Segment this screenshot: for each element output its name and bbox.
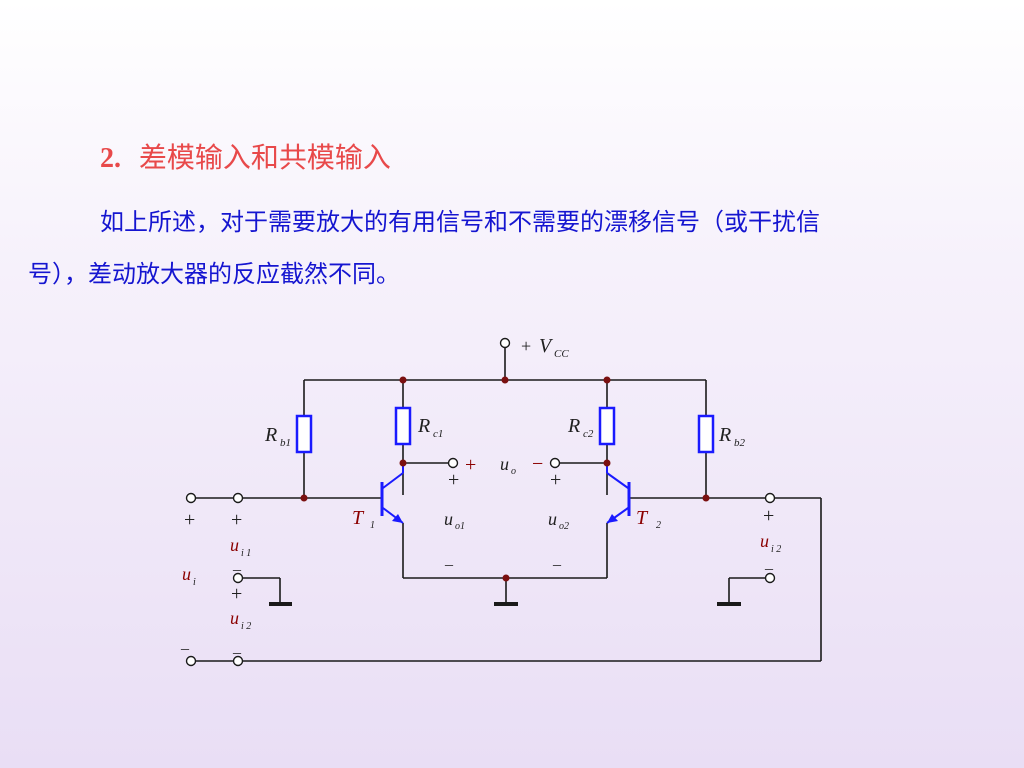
svg-text:_: _ [444,551,454,568]
svg-text:u: u [548,509,557,529]
svg-text:1: 1 [370,520,375,531]
svg-text:+: + [184,509,195,531]
svg-text:−: − [532,453,543,475]
transistor-t1 [380,465,404,524]
transistor-t2 [606,465,631,524]
svg-text:R: R [718,424,731,446]
svg-text:_: _ [232,639,242,656]
ui2-left-label: + u i 2 _ [230,583,251,656]
svg-text:b1: b1 [280,437,291,449]
svg-text:2: 2 [656,520,661,531]
svg-text:T: T [636,507,649,529]
section-number: 2. [100,143,121,174]
resistor-rb1 [295,414,313,454]
ui1-label: + u i 1 _ [230,509,251,573]
svg-text:+: + [231,509,242,531]
svg-text:+: + [231,583,242,605]
circuit-wires [196,348,822,662]
svg-text:_: _ [180,635,190,652]
svg-text:o1: o1 [455,521,465,532]
paragraph-line-2: 号），差动放大器的反应截然不同。 [28,260,400,288]
svg-text:i: i [193,577,196,588]
resistor-rc2 [598,406,616,446]
uo1-label: + u o1 _ [444,469,465,568]
svg-text:T: T [352,507,365,529]
terminals [185,337,776,667]
svg-text:+: + [550,469,561,491]
vcc-sign: + [521,336,531,356]
resistor-rb2 [697,414,715,454]
t1-label: T 1 [352,507,375,531]
ui2-right-label: + u i 2 _ [760,505,781,572]
svg-text:c1: c1 [433,428,443,440]
svg-text:R: R [567,415,580,437]
rb1-label: R b1 [264,424,291,449]
vcc-sub: CC [554,348,569,360]
svg-text:o: o [511,466,516,477]
paragraph-line-1: 如上所述，对于需要放大的有用信号和不需要的漂移信号（或干扰信 [100,208,820,236]
svg-text:_: _ [764,555,774,572]
body-paragraph: 如上所述，对于需要放大的有用信号和不需要的漂移信号（或干扰信 号），差动放大器的… [28,196,1000,300]
svg-text:o2: o2 [559,521,569,532]
resistor-rc1 [394,406,412,446]
vcc-label: + V CC [521,335,569,360]
svg-text:u: u [230,535,239,555]
svg-text:u: u [444,509,453,529]
uo-label: + u o − [465,453,543,477]
section-title: 差模输入和共模输入 [138,141,391,174]
rc2-label: R c2 [567,415,594,440]
svg-text:R: R [417,415,430,437]
svg-text:+: + [448,469,459,491]
rb2-label: R b2 [718,424,746,449]
junction-dots [300,376,710,582]
svg-text:_: _ [552,551,562,568]
svg-text:u: u [182,564,191,584]
svg-text:u: u [500,454,509,474]
svg-text:c2: c2 [583,428,594,440]
rc1-label: R c1 [417,415,443,440]
svg-text:i 1: i 1 [241,548,251,559]
svg-text:R: R [264,424,277,446]
ui-label: + u i _ [180,509,196,652]
t2-label: T 2 [636,507,661,531]
section-heading: 2. 差模输入和共模输入 [100,136,391,176]
svg-text:u: u [230,608,239,628]
svg-text:+: + [763,505,774,527]
svg-text:u: u [760,531,769,551]
svg-text:b2: b2 [734,437,746,449]
svg-text:i 2: i 2 [771,544,781,555]
svg-text:i 2: i 2 [241,621,251,632]
svg-text:_: _ [232,556,242,573]
vcc-symbol: V [539,335,554,357]
svg-text:+: + [465,454,476,476]
uo2-label: + u o2 _ [548,469,569,568]
